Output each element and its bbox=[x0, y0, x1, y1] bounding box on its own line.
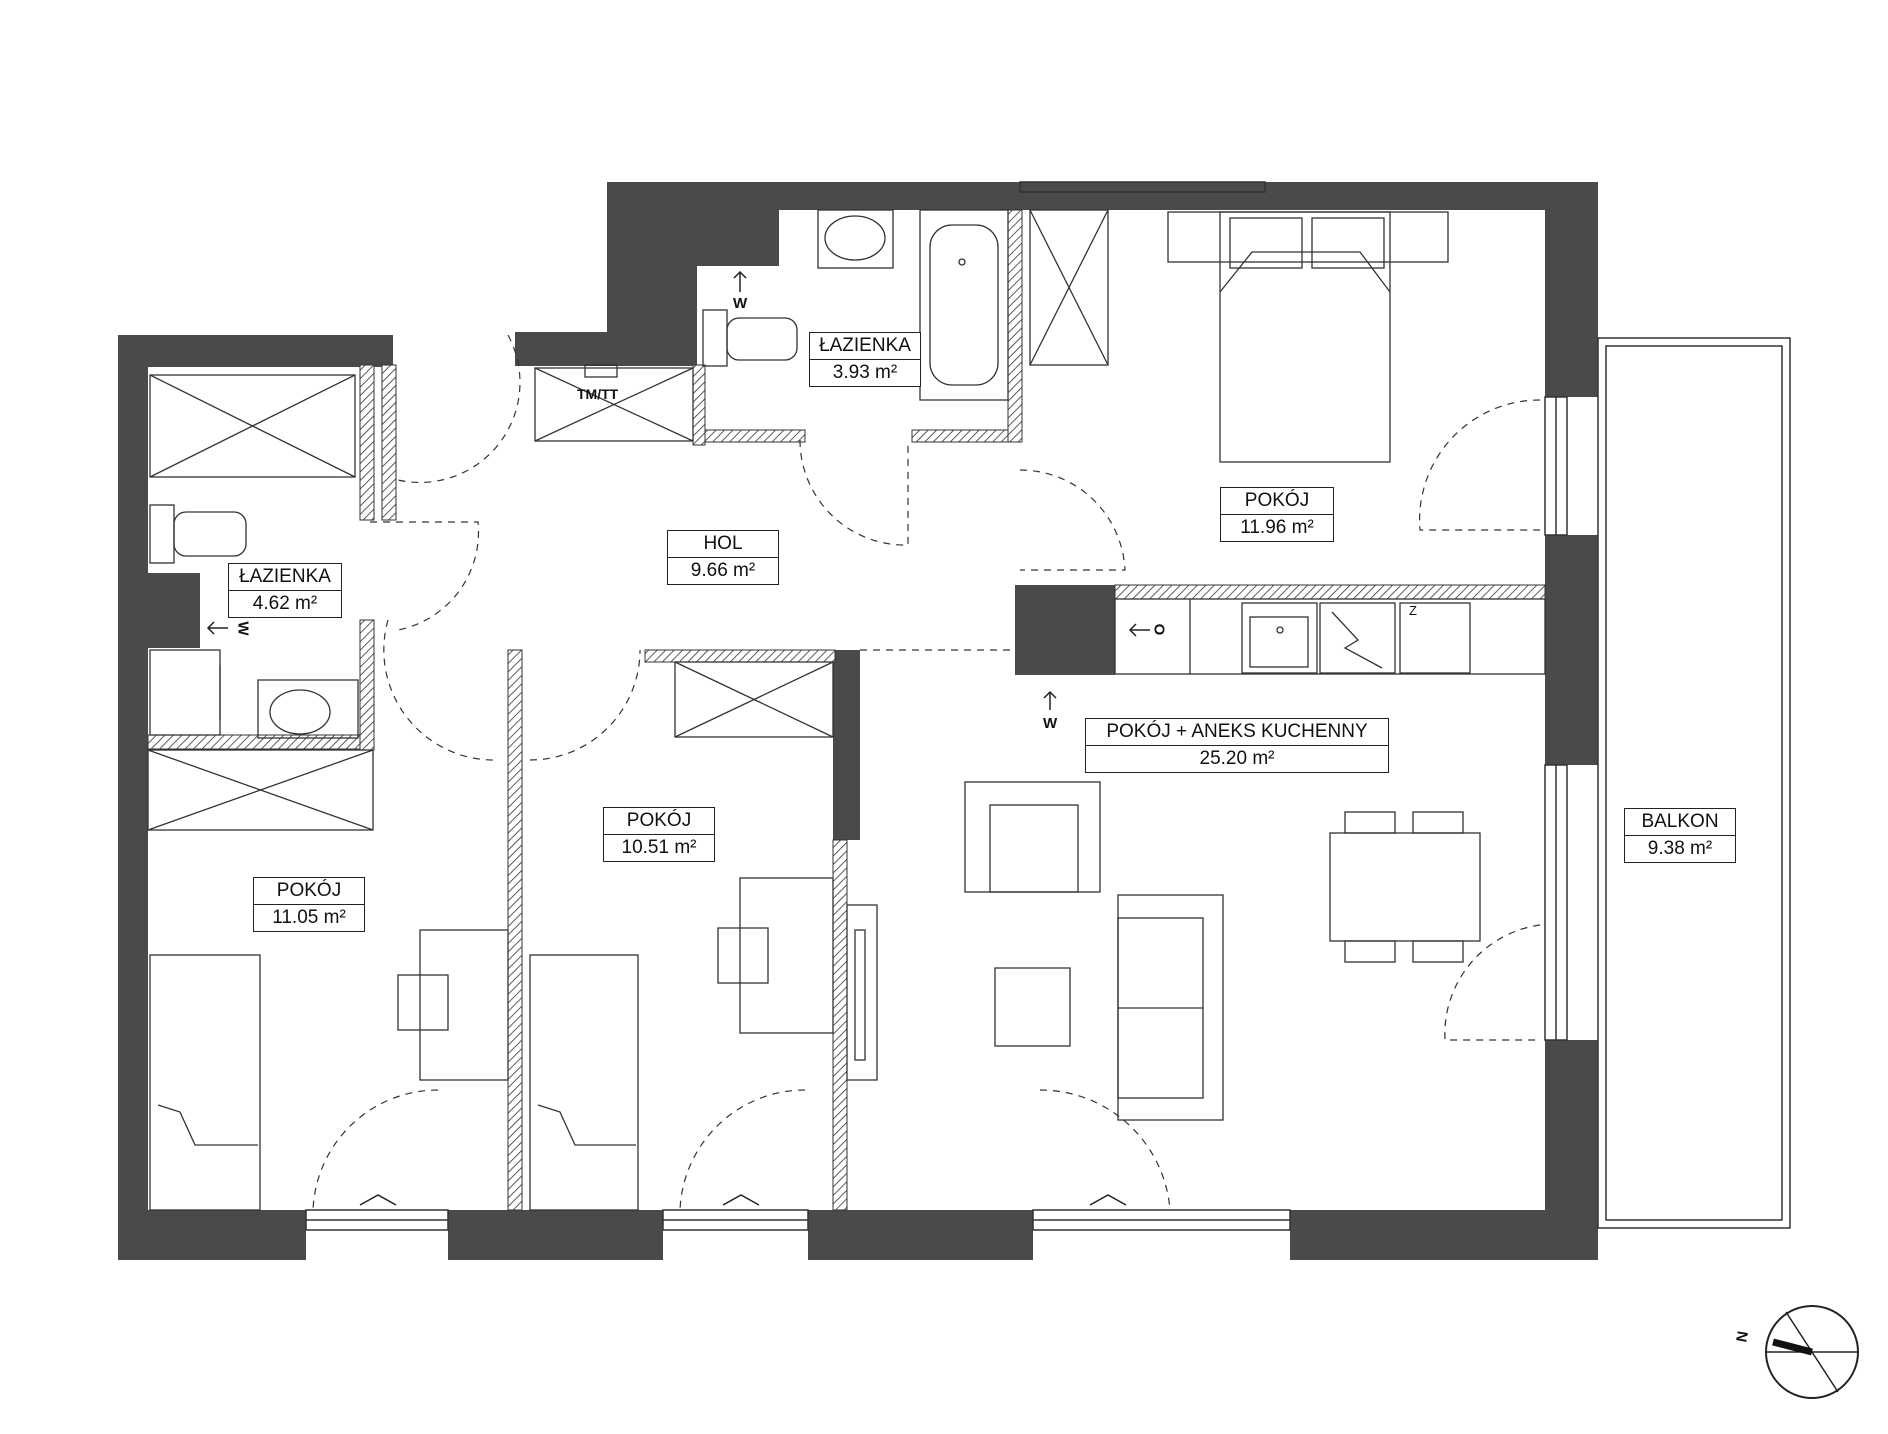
room-label-bedroom-mid: POKÓJ 10.51 m² bbox=[603, 807, 715, 862]
room-name: HOL bbox=[668, 531, 778, 558]
door-swings bbox=[312, 334, 1541, 1211]
windows bbox=[305, 181, 1568, 1231]
shower-icon bbox=[149, 209, 1109, 478]
living-furniture bbox=[964, 598, 1546, 1121]
sink-icon bbox=[257, 209, 894, 739]
room-area: 10.51 m² bbox=[621, 837, 697, 858]
room-name: POKÓJ + ANEKS KUCHENNY bbox=[1086, 719, 1388, 746]
room-area: 3.93 m² bbox=[832, 362, 898, 383]
stove-icon bbox=[1114, 598, 1546, 675]
room-area: 11.96 m² bbox=[1240, 517, 1314, 538]
room-label-bath-left: ŁAZIENKA 4.62 m² bbox=[228, 563, 342, 618]
room-area: 4.62 m² bbox=[252, 593, 318, 614]
room-area: 25.20 m² bbox=[1199, 748, 1275, 769]
desk-icon bbox=[397, 877, 878, 1081]
w-mark-kitchen: W bbox=[1043, 715, 1058, 732]
interior-walls bbox=[147, 209, 1546, 1211]
room-area: 9.66 m² bbox=[690, 560, 756, 581]
room-label-hall: HOL 9.66 m² bbox=[667, 530, 779, 585]
room-name: ŁAZIENKA bbox=[810, 333, 920, 360]
room-area: 9.38 m² bbox=[1647, 838, 1713, 859]
room-label-bath-top: ŁAZIENKA 3.93 m² bbox=[809, 332, 921, 387]
o-mark: O bbox=[1150, 623, 1168, 636]
room-label-bedroom-sw: POKÓJ 11.05 m² bbox=[253, 877, 365, 932]
room-name: POKÓJ bbox=[1221, 488, 1333, 515]
bedroom-furniture bbox=[149, 211, 1449, 1211]
room-name: POKÓJ bbox=[254, 878, 364, 905]
room-name: BALKON bbox=[1625, 809, 1735, 836]
washer-icon bbox=[149, 649, 221, 736]
sofa-icon bbox=[1117, 894, 1224, 1121]
bed-icon bbox=[149, 211, 1449, 1211]
bathroom-fixtures bbox=[147, 209, 1109, 831]
w-mark-left: W bbox=[234, 621, 252, 636]
room-name: POKÓJ bbox=[604, 808, 714, 835]
compass-icon bbox=[1765, 1305, 1859, 1399]
chair-icon bbox=[1344, 811, 1464, 963]
table-icon bbox=[994, 832, 1481, 1047]
tm-tt-mark: TM/TT bbox=[577, 386, 619, 402]
arrows bbox=[206, 270, 1150, 1206]
room-label-bedroom-ne: POKÓJ 11.96 m² bbox=[1220, 487, 1334, 542]
toilet-icon bbox=[149, 309, 798, 564]
exterior-walls bbox=[118, 182, 1598, 1260]
balcony bbox=[1597, 337, 1791, 1229]
bathtub-icon bbox=[919, 209, 1009, 401]
room-label-balcony: BALKON 9.38 m² bbox=[1624, 808, 1736, 863]
armchair-icon bbox=[964, 781, 1101, 893]
wardrobe-icon bbox=[147, 364, 834, 831]
room-name: ŁAZIENKA bbox=[229, 564, 341, 591]
w-mark-top: W bbox=[733, 295, 748, 312]
room-label-living: POKÓJ + ANEKS KUCHENNY 25.20 m² bbox=[1085, 718, 1389, 773]
room-area: 11.05 m² bbox=[272, 907, 346, 928]
z-mark: Z bbox=[1409, 603, 1417, 618]
